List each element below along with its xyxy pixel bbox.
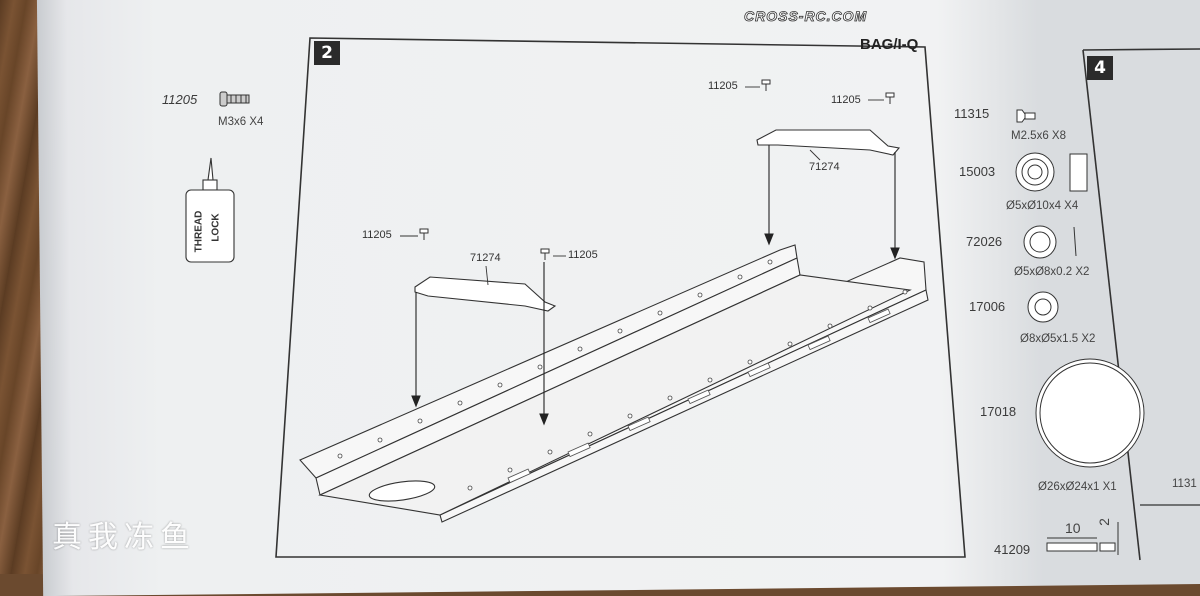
screw-icon [219, 91, 250, 107]
bracket-left [414, 276, 557, 312]
diagram-label-bracket-b: 71274 [809, 161, 840, 173]
part-spec-72026: Ø5xØ8x0.2 X2 [1014, 266, 1090, 278]
part-number-15003: 15003 [959, 164, 996, 179]
bearing-icon [1015, 152, 1088, 192]
shim-icon [1023, 225, 1077, 259]
part-number-41209: 41209 [994, 542, 1031, 557]
diagram-label-bracket-a: 71274 [470, 252, 501, 264]
diagram-label-screw-b: 11205 [568, 249, 598, 261]
watermark-text: 真我冻鱼 [52, 520, 196, 555]
part-spec-17018: Ø26xØ24x1 X1 [1038, 481, 1117, 493]
diagram-label-screw-d: 11205 [831, 94, 861, 106]
assembly-drawing [185, 37, 1200, 561]
thread-lock-bottle-icon [185, 157, 235, 263]
part-number-17018: 17018 [980, 404, 1017, 419]
part-spec-11205: M3x6 X4 [218, 116, 264, 128]
washer-icon [1027, 291, 1059, 323]
part-number-72026: 72026 [966, 234, 1003, 249]
pin-icon [1046, 522, 1119, 555]
part-spec-17006: Ø8xØ5x1.5 X2 [1020, 333, 1096, 345]
pin-length-dimension: 10 [1065, 520, 1081, 536]
bracket-right [756, 129, 901, 156]
countersunk-screw-icon [1016, 109, 1036, 123]
thread-lock-line2: LOCK [210, 213, 222, 242]
part-number-11205: 11205 [162, 92, 198, 107]
brand-logo-text: CROSS-RC.COM [744, 8, 868, 25]
cut-off-part-number: 1131 [1172, 478, 1197, 490]
bag-label: BAG/I-Q [860, 36, 919, 53]
thread-lock-line1: THREAD [193, 210, 205, 253]
part-spec-15003: Ø5xØ10x4 X4 [1006, 200, 1079, 212]
part-spec-11315: M2.5x6 X8 [1011, 130, 1066, 142]
step-2-frame [275, 37, 966, 558]
diagram-label-screw-a: 11205 [362, 229, 392, 241]
pin-width-dimension: 2 [1095, 518, 1112, 526]
part-number-17006: 17006 [969, 299, 1006, 314]
part-number-11315: 11315 [954, 106, 990, 121]
step-number-next: 4 [1087, 56, 1113, 80]
step-number-main: 2 [314, 41, 340, 65]
o-ring-icon [1035, 358, 1145, 468]
diagram-label-screw-c: 11205 [708, 80, 738, 92]
